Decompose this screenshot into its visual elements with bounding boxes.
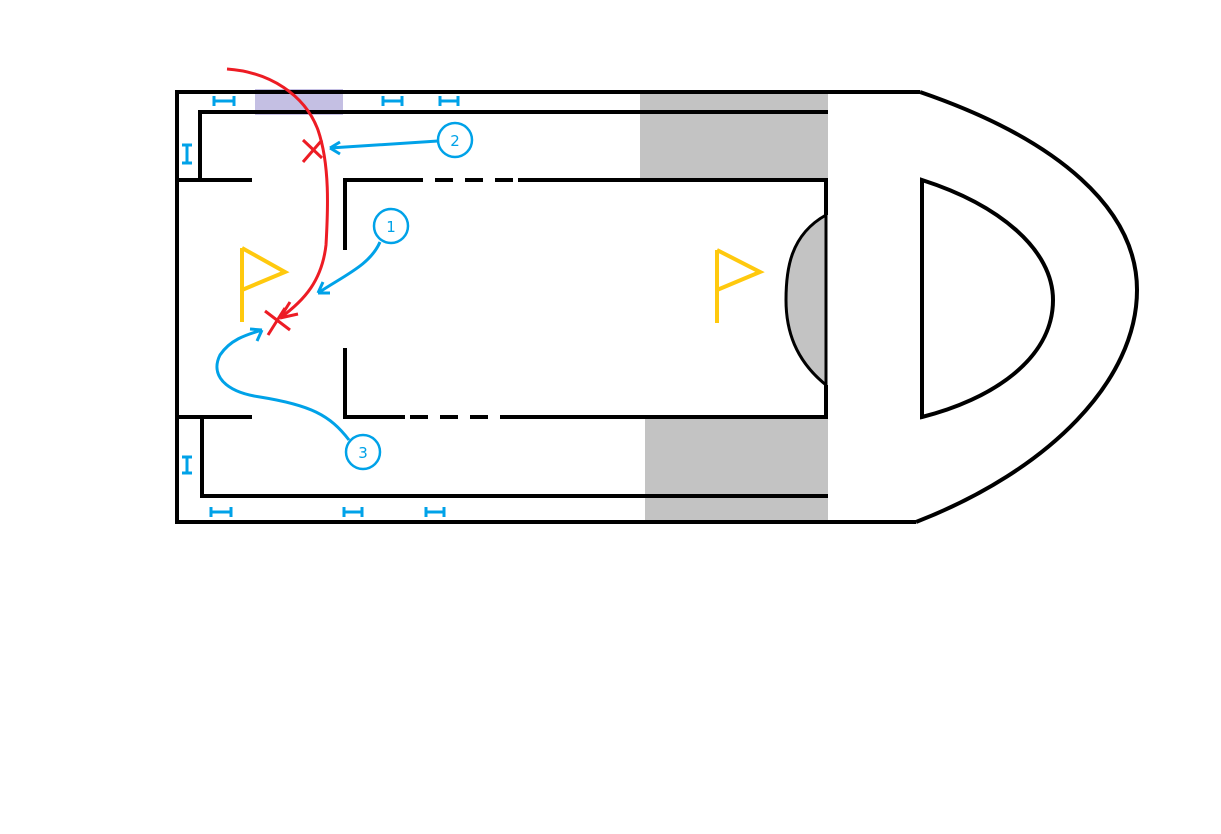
callout-arrows [215, 139, 439, 441]
callout-3: 3 [344, 433, 382, 471]
flag-icon [715, 248, 765, 323]
flag-icon [240, 246, 290, 322]
callout-label: 3 [358, 444, 368, 462]
callout-label: 2 [450, 132, 460, 150]
movement-path [226, 67, 330, 336]
shaded-zone-top [640, 92, 828, 180]
x-mark-icon [264, 307, 291, 336]
shaded-bulge [784, 212, 828, 389]
callout-2: 2 [436, 121, 474, 159]
walls [175, 90, 1140, 524]
callout-1: 1 [372, 207, 410, 245]
callout-label: 1 [386, 218, 396, 236]
gap-markers [182, 96, 460, 517]
x-mark-icon [301, 138, 324, 163]
shaded-zone-bottom [645, 417, 828, 522]
